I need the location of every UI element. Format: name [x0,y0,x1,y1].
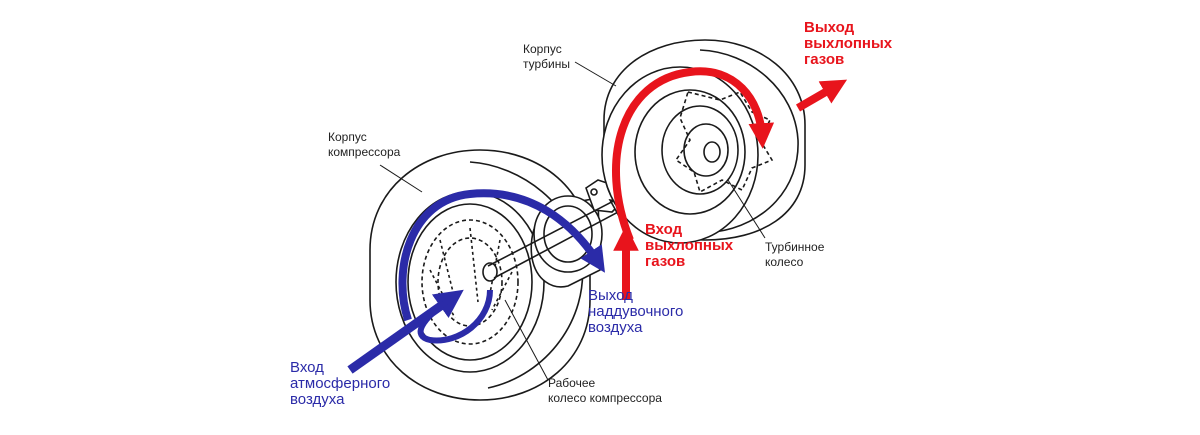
exhaust-flow-arrows [612,67,848,300]
label-exhaust-in: Вход выхлопных газов [645,222,733,270]
turbine-housing [601,39,806,244]
label-line: воздуха [290,391,345,408]
label-line: Выход [804,19,855,36]
label-line: наддувочного [588,303,684,320]
label-line: выхлопных [645,237,734,254]
label-line: Турбинное [765,240,825,254]
leader-lines [379,61,766,381]
label-air-in: Вход атмосферного воздуха [290,360,390,408]
label-boost-out: Выход наддувочного воздуха [588,288,683,336]
label-line: Рабочее [548,376,596,390]
label-line: выхлопных [804,35,893,52]
label-compressor-housing: Корпус компрессора [328,130,400,160]
label-line: Выход [588,287,633,304]
label-line: колесо компрессора [548,391,662,405]
label-line: воздуха [588,319,643,336]
label-turbine-housing: Корпус турбины [523,42,570,72]
label-line: компрессора [328,145,401,159]
label-line: колесо [765,255,804,269]
label-compressor-wheel: Рабочее колесо компрессора [548,376,662,406]
label-line: газов [804,51,845,68]
intake-flow-arrows [347,189,605,374]
label-line: Корпус [328,130,367,144]
label-line: Вход [290,359,324,376]
label-exhaust-out: Выход выхлопных газов [804,20,892,68]
label-line: атмосферного [290,375,391,392]
label-line: Вход [645,221,683,238]
label-line: турбины [523,57,570,71]
label-turbine-wheel: Турбинное колесо [765,240,824,270]
label-line: Корпус [523,42,562,56]
label-line: газов [645,253,686,270]
